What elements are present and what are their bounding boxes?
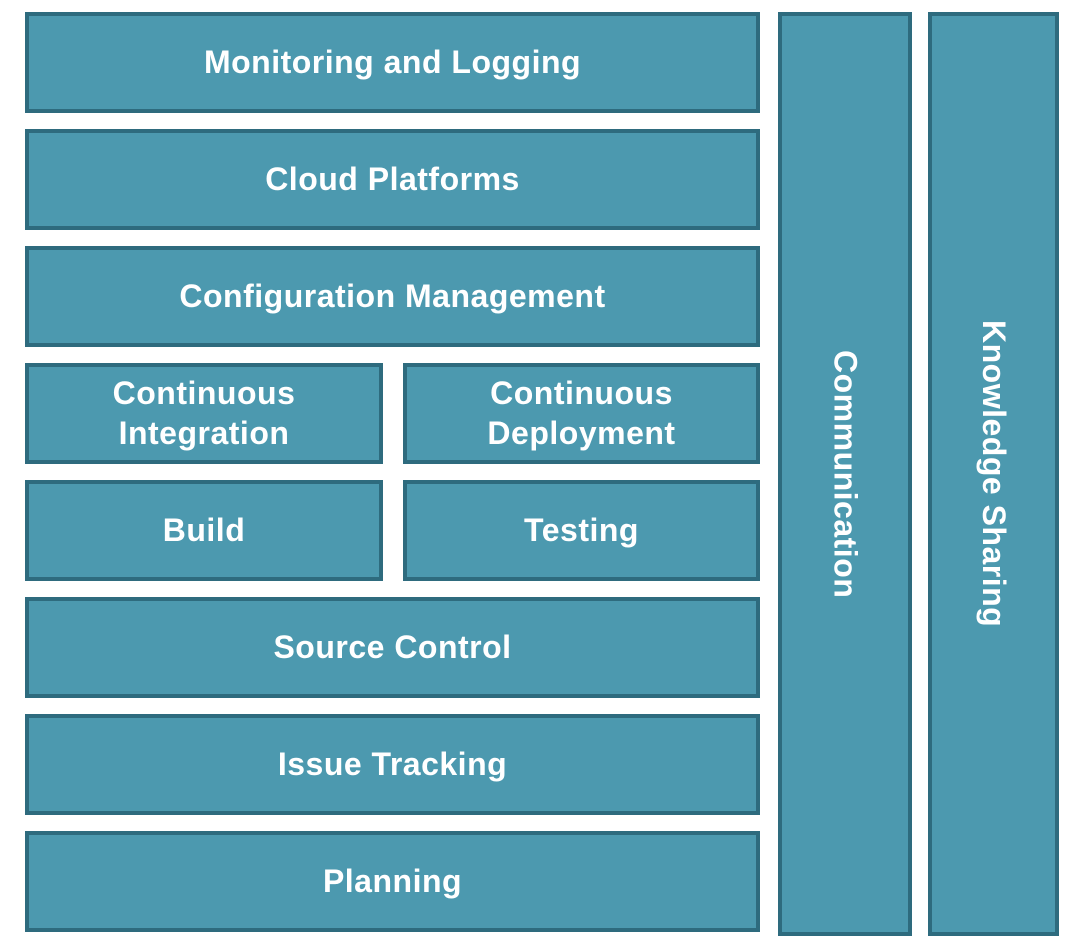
stack-column: Monitoring and Logging Cloud Platforms C… (25, 12, 760, 932)
box-planning-label: Planning (322, 862, 463, 899)
box-issue-tracking-label: Issue Tracking (277, 745, 508, 782)
box-cloud-platforms-label: Cloud Platforms (265, 160, 520, 197)
row-ci-cd: Continuous Integration Continuous Deploy… (25, 363, 760, 464)
bar-knowledge-sharing: Knowledge Sharing (928, 12, 1059, 936)
row-build-testing: Build Testing (25, 480, 760, 581)
box-source-control: Source Control (25, 597, 760, 698)
box-planning: Planning (25, 831, 760, 932)
box-cloud-platforms: Cloud Platforms (25, 129, 760, 230)
box-continuous-integration-label: Continuous Integration (112, 375, 296, 451)
box-configuration-management-label: Configuration Management (179, 277, 606, 314)
bar-knowledge-sharing-label: Knowledge Sharing (976, 320, 1012, 628)
box-issue-tracking: Issue Tracking (25, 714, 760, 815)
box-build-label: Build (162, 511, 246, 548)
box-continuous-deployment-label: Continuous Deployment (487, 375, 676, 451)
box-testing: Testing (403, 480, 760, 581)
box-testing-label: Testing (524, 511, 639, 548)
box-build: Build (25, 480, 383, 581)
bar-communication: Communication (778, 12, 912, 936)
box-monitoring-and-logging: Monitoring and Logging (25, 12, 760, 113)
box-monitoring-and-logging-label: Monitoring and Logging (203, 43, 582, 80)
box-continuous-deployment: Continuous Deployment (403, 363, 760, 464)
bar-communication-label: Communication (827, 349, 864, 599)
box-configuration-management: Configuration Management (25, 246, 760, 347)
box-continuous-integration: Continuous Integration (25, 363, 383, 464)
box-source-control-label: Source Control (273, 628, 512, 665)
